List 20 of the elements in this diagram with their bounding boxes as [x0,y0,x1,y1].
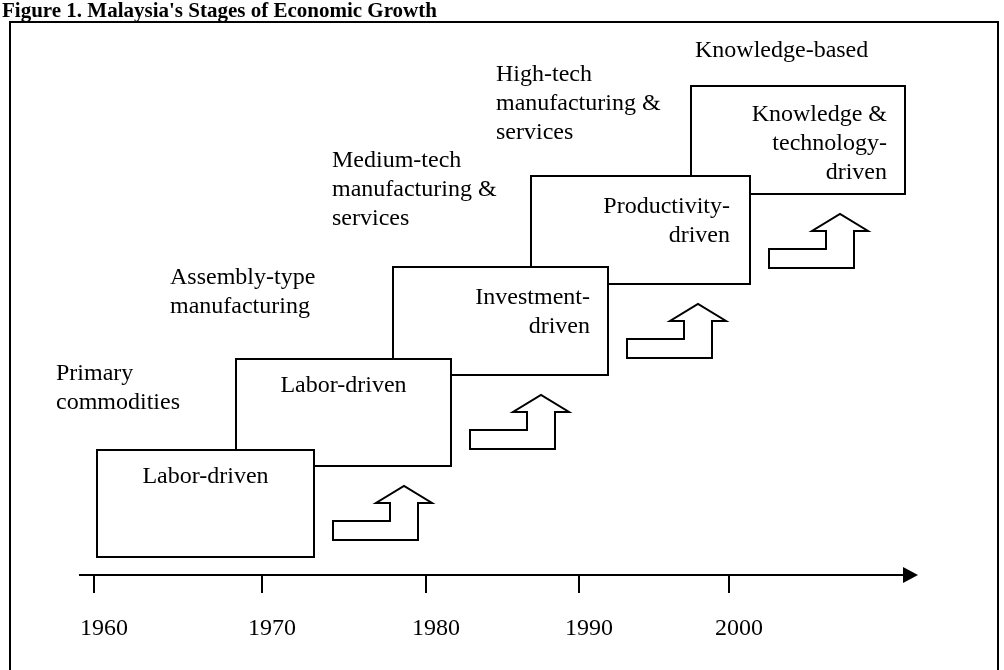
year-label: 1960 [80,613,128,642]
stage-heading: High-tech manufacturing & services [496,59,662,146]
year-label: 2000 [715,613,763,642]
year-label: 1970 [248,613,296,642]
figure-title: Figure 1. Malaysia's Stages of Economic Growth [2,0,437,22]
stage-driver-label: Labor-driven [280,370,407,399]
year-label: 1990 [565,613,613,642]
stage-heading: Knowledge-based [695,35,870,64]
stage-heading: Medium-tech manufacturing & services [332,145,498,232]
step-arrow [332,484,436,541]
stage-driver-label: Productivity-driven [602,191,730,249]
step-arrow [469,393,573,450]
step-arrow [768,212,872,269]
stage-driver-label: Labor-driven [142,461,269,490]
stage-driver-label: Investment-driven [474,282,590,340]
stage-heading: Assembly-type manufacturing [170,262,317,320]
stage-heading: Primary commodities [56,358,181,416]
year-label: 1980 [412,613,460,642]
step-arrow [626,302,730,359]
stage-driver-label: Knowledge & technology-driven [750,99,887,186]
